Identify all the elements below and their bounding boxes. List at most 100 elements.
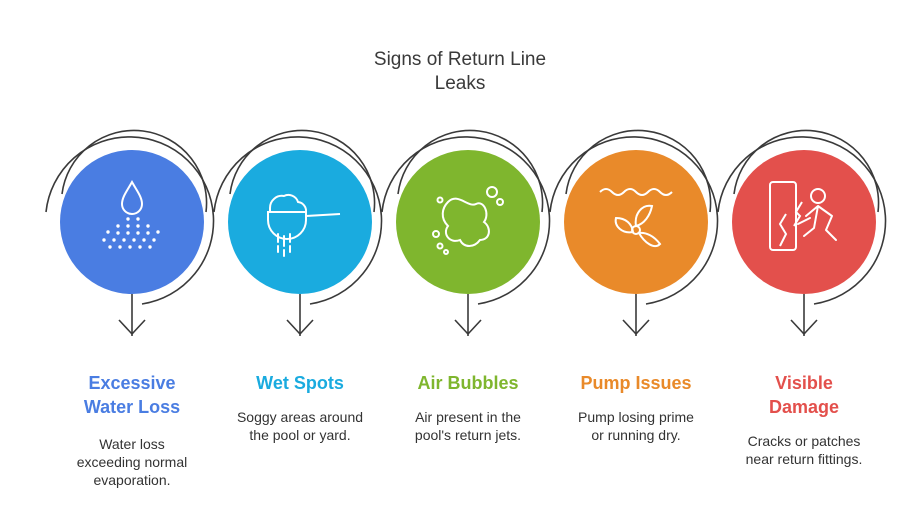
step-1-desc-line-3: evaporation. [93, 472, 171, 488]
bubble [486, 186, 498, 198]
step-2-title-line-1: Wet Spots [256, 373, 344, 393]
figure-body [797, 205, 837, 241]
step-1-outline-ring [45, 136, 215, 305]
spray-dot [112, 238, 116, 242]
step-3-circle [396, 150, 540, 294]
impact-crack [793, 201, 803, 227]
spray-dot [118, 245, 122, 249]
step-1-circle [60, 150, 204, 294]
arrow-down-icon [118, 319, 146, 336]
spray-dot [156, 230, 160, 234]
title-line-1: Signs of Return Line [373, 49, 547, 70]
step-3-inner-arc [397, 129, 544, 213]
step-5-title: Visible Damage [724, 371, 884, 419]
step-4-node [549, 129, 719, 336]
step-3-description: Air present in the pool's return jets. [388, 408, 548, 444]
propeller-blade [614, 216, 635, 234]
step-2-desc-line-2: the pool or yard. [249, 427, 351, 443]
spray-dot [108, 245, 112, 249]
step-5-desc-line-2: near return fittings. [745, 451, 863, 467]
spray-dot [126, 231, 130, 235]
step-4-description: Pump losing prime or running dry. [556, 408, 716, 444]
spray-dot [146, 231, 150, 235]
spray-dot [136, 231, 140, 235]
wall-panel [769, 181, 797, 251]
spray-dot [136, 224, 140, 228]
step-4-title: Pump Issues [556, 371, 716, 395]
step-3-title: Air Bubbles [388, 371, 548, 395]
spray-dot [148, 245, 152, 249]
step-4-desc-line-2: or running dry. [591, 427, 681, 443]
step-3-desc-line-2: pool's return jets. [414, 427, 522, 443]
propeller-blade [634, 204, 654, 228]
spray-dot [136, 217, 140, 221]
spray-dot [132, 238, 136, 242]
step-2-node [213, 129, 383, 336]
step-1-title-line-2: Water Loss [83, 397, 181, 417]
spray-dot [152, 238, 156, 242]
can-spout [305, 213, 341, 217]
bubble-splash-icon [432, 186, 504, 255]
step-3-desc-line-1: Air present in the [415, 409, 521, 425]
step-5-title-line-2: Damage [768, 397, 840, 417]
step-1-inner-arc [61, 129, 208, 213]
spray-dot [106, 230, 110, 234]
step-1-title: Excessive Water Loss [52, 371, 212, 419]
step-3-node [381, 129, 551, 336]
step-1-title-line-1: Excessive [88, 373, 176, 393]
bubble [496, 198, 504, 206]
water-droplet-icon [102, 179, 160, 249]
step-3-title-line-1: Air Bubbles [417, 373, 519, 393]
bubble [436, 242, 444, 250]
figure-head [810, 188, 826, 204]
step-4-outline-ring [549, 136, 719, 305]
step-2-circle [228, 150, 372, 294]
spray-dot [122, 238, 126, 242]
step-3-outline-ring [381, 136, 551, 305]
broken-fitting-icon [769, 181, 837, 251]
step-2-desc-line-1: Soggy areas around [236, 409, 364, 425]
arrow-down-icon [790, 319, 818, 336]
splash-shape [441, 197, 490, 247]
step-2-description: Soggy areas around the pool or yard. [220, 408, 380, 444]
spray-dot [116, 231, 120, 235]
propeller-icon [599, 188, 673, 248]
spray-dot [128, 245, 132, 249]
arrow-down-icon [286, 319, 314, 336]
spray-dot [126, 224, 130, 228]
bubble [443, 249, 449, 255]
water-wave [599, 188, 673, 196]
step-4-desc-line-1: Pump losing prime [578, 409, 694, 425]
spray-dot [146, 224, 150, 228]
bubble [436, 196, 444, 204]
step-2-title: Wet Spots [220, 371, 380, 395]
watering-can-icon [267, 193, 341, 257]
spray-dot [102, 238, 106, 242]
can-body [267, 211, 307, 240]
spray-dot [116, 224, 120, 228]
crack-line [778, 213, 788, 247]
spray-dot [142, 238, 146, 242]
step-1-description: Water loss exceeding normal evaporation. [52, 435, 212, 489]
spray-dot [138, 245, 142, 249]
step-5-node [717, 129, 887, 336]
step-5-description: Cracks or patches near return fittings. [724, 432, 884, 468]
step-5-title-line-1: Visible [775, 373, 833, 393]
step-4-title-line-1: Pump Issues [580, 373, 692, 393]
diagram-title: Signs of Return Line Leaks [300, 48, 620, 96]
arrow-down-icon [622, 319, 650, 336]
step-4-inner-arc [565, 129, 712, 213]
title-line-2: Leaks [434, 73, 486, 94]
step-5-inner-arc [733, 129, 880, 213]
step-1-desc-line-1: Water loss [99, 436, 165, 452]
step-2-inner-arc [229, 129, 376, 213]
propeller-blade [637, 231, 662, 248]
step-2-outline-ring [213, 136, 383, 305]
step-5-outline-ring [717, 136, 887, 305]
can-top [268, 193, 308, 213]
droplet-shape [120, 179, 144, 215]
step-1-node [45, 129, 215, 336]
spray-dot [126, 217, 130, 221]
